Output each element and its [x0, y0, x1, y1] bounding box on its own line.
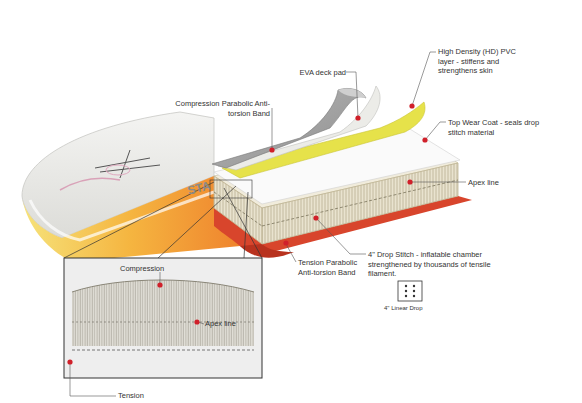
callout-label: Compression Parabolic Anti-torsion Band	[160, 99, 270, 118]
callout-label: EVA deck pad	[262, 68, 346, 78]
zoom-line	[158, 186, 236, 258]
inset-fibers	[72, 280, 254, 346]
inset-label: Compression	[120, 264, 180, 274]
callout-label: 4" Drop Stitch - inflatable chamber stre…	[368, 250, 510, 279]
deck-logo	[106, 165, 130, 175]
deck-graphic	[60, 178, 120, 190]
eva-curl	[338, 88, 366, 98]
callout-label: Top Wear Coat - seals drop stitch materi…	[448, 118, 556, 137]
compression-arc	[72, 280, 254, 292]
symbol-label: 4" Linear Drop	[384, 304, 444, 312]
deck-bungee	[95, 150, 160, 178]
inset-frame	[64, 258, 262, 378]
rail-stripe	[30, 192, 214, 240]
linear-drop-box	[398, 281, 422, 301]
callout-dots	[67, 103, 427, 364]
callout-label: High Density (HD) PVC layer - stiffens a…	[438, 47, 524, 76]
inset-label: Tension	[118, 391, 168, 401]
callout-label: Tension Parabolic Anti-torsion Band	[298, 258, 372, 277]
tension-line	[72, 350, 254, 351]
zoom-frame	[210, 180, 252, 198]
inset-label: Apex line	[205, 319, 255, 329]
zoom-line	[224, 188, 262, 258]
zoom-line	[244, 192, 248, 258]
callout-label: Apex line	[468, 178, 528, 188]
leader-lines	[70, 52, 466, 396]
tension-band-curl	[240, 244, 294, 258]
